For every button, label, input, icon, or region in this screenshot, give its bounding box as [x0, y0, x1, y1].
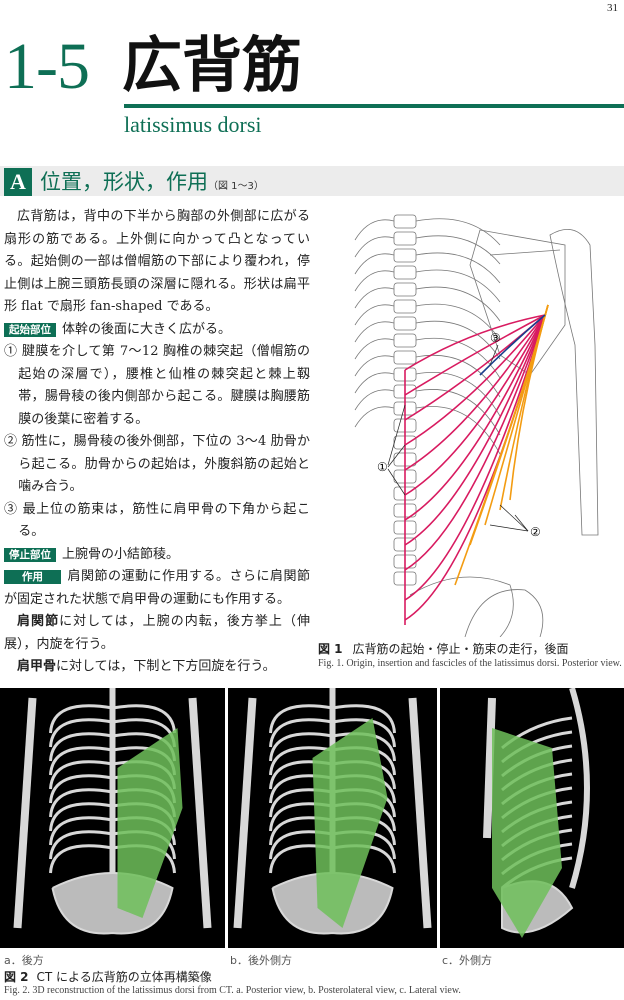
rib [354, 338, 395, 360]
latissimus-dorsi-muscle [492, 728, 562, 938]
spinal-fascicle [404, 314, 546, 496]
rib [415, 286, 501, 322]
rib [354, 321, 395, 343]
origin-paragraph: 起始部位体幹の後面に大きく広がる。 [4, 319, 310, 342]
section-header-bar [0, 166, 624, 196]
vertebra [393, 231, 417, 246]
vertebra [393, 214, 417, 229]
section-title: 位置，形状，作用（図 1〜3） [40, 168, 264, 201]
spinal-fascicle [404, 314, 546, 471]
figure-2-caption-en: Fig. 2. 3D reconstruction of the latissi… [4, 985, 461, 996]
insertion-text: 上腕骨の小結節稜。 [62, 546, 180, 562]
intro-paragraph: 広背筋は，背中の下半から胸部の外側部に広がる扇形の筋である。上外側に向かって凸と… [4, 209, 310, 314]
figure-1-illustration: ③ ① ② [350, 205, 620, 638]
ct-panel-posterior [0, 688, 225, 948]
figure-2-caption-ja: 図 2 CT による広背筋の立体再構築像 [4, 968, 212, 985]
rib [354, 236, 395, 258]
ct-panel-lateral [440, 688, 624, 948]
rib [415, 269, 501, 303]
rib [415, 235, 501, 265]
chapter-subtitle: latissimus dorsi [124, 112, 262, 137]
origin-item-1: ① 腱膜を介して第 7〜12 胸椎の棘突起（僧帽筋の起始の深層で），腰椎と仙椎の… [4, 344, 310, 427]
vertebra [393, 248, 417, 263]
figure-1-caption-en: Fig. 1. Origin, insertion and fascicles … [318, 658, 622, 669]
rib [354, 287, 395, 309]
scapula-text: に対しては，下制と下方回旋を行う。 [56, 659, 276, 674]
section-figure-ref: （図 1〜3） [208, 181, 264, 192]
vertebra [393, 316, 417, 331]
rib [415, 337, 501, 379]
rib [415, 218, 501, 246]
rib [354, 372, 395, 394]
rib [415, 389, 501, 436]
spinal-fascicle [404, 314, 546, 521]
scapular-fascicle [479, 314, 546, 376]
vertebra [393, 350, 417, 365]
spinal-fascicle [404, 314, 546, 396]
panel-label-c: c．外側方 [442, 954, 493, 967]
shoulder-term: 肩関節 [17, 614, 60, 629]
title-rule [124, 104, 624, 108]
figure-1-caption-ja: 図 1 広背筋の起始・停止・筋束の走行，後面 [318, 640, 569, 657]
ct-skeleton [13, 688, 212, 935]
latissimus-dorsi-muscle [312, 718, 388, 928]
rib [354, 355, 395, 377]
rib [415, 303, 501, 341]
vertebra [393, 333, 417, 348]
vertebra [393, 282, 417, 297]
action-tag: 作用 [4, 570, 61, 584]
marker-3: ③ [490, 331, 501, 345]
action-text: 肩関節の運動に作用する。さらに肩関節が固定された状態で肩甲骨の運動にも作用する。 [4, 569, 310, 607]
scapula-paragraph: 肩甲骨に対しては，下制と下方回旋を行う。 [4, 656, 310, 679]
body-text: 広背筋は，背中の下半から胸部の外側部に広がる扇形の筋である。上外側に向かって凸と… [4, 206, 310, 679]
latissimus-dorsi-muscle [117, 728, 183, 918]
chapter-title: 広背筋 [122, 31, 302, 101]
origin-item-3: ③ 最上位の筋束は，筋性に肩甲骨の下角から起こる。 [4, 501, 310, 540]
humerus-outline [549, 228, 599, 536]
rib [354, 406, 395, 428]
rib [415, 320, 501, 360]
leader-lines [387, 344, 529, 532]
panel-label-a: a．後方 [4, 954, 44, 967]
rib [354, 253, 395, 275]
shoulder-text: に対しては，上腕の内転，後方挙上（伸展），内旋を行う。 [4, 614, 310, 652]
vertebra [393, 265, 417, 280]
section-title-text: 位置，形状，作用 [40, 170, 208, 194]
marker-2: ② [530, 525, 541, 539]
figure-2-label: 図 2 [4, 970, 29, 984]
spinal-fascicle [404, 314, 546, 571]
chapter-number: 1-5 [4, 30, 90, 103]
rib [354, 389, 395, 411]
action-paragraph: 作用肩関節の運動に作用する。さらに肩関節が固定された状態で肩甲骨の運動にも作用す… [4, 566, 310, 611]
spinal-fascicle [404, 314, 546, 371]
rib [354, 219, 395, 241]
origin-text: 体幹の後面に大きく広がる。 [62, 321, 232, 337]
costal-fascicle [509, 304, 549, 501]
scapula-outline [469, 229, 566, 376]
marker-1: ① [377, 460, 388, 474]
origin-tag: 起始部位 [4, 322, 56, 337]
spinal-fascicle [404, 314, 546, 546]
pelvis-outline [409, 576, 514, 638]
shoulder-paragraph: 肩関節に対しては，上腕の内転，後方挙上（伸展），内旋を行う。 [4, 611, 310, 656]
insertion-paragraph: 停止部位上腕骨の小結節稜。 [4, 544, 310, 567]
spinal-fascicle [404, 314, 546, 446]
ct-panel-posterolateral [228, 688, 437, 948]
origin-item-2: ② 筋性に，腸骨稜の後外側部，下位の 3〜4 肋骨から起こる。肋骨からの起始は，… [4, 434, 310, 494]
panel-label-b: b．後外側方 [230, 954, 292, 967]
scapula-term: 肩甲骨 [17, 659, 57, 674]
section-letter: A [4, 168, 32, 196]
figure-1-caption-text: 広背筋の起始・停止・筋束の走行，後面 [352, 642, 569, 656]
figure-2-caption-text: CT による広背筋の立体再構築像 [36, 970, 212, 984]
rib [415, 252, 501, 284]
rib [354, 304, 395, 326]
page-number: 31 [607, 2, 618, 14]
vertebra [393, 299, 417, 314]
figure-1-label: 図 1 [318, 642, 343, 656]
spinal-fascicle [404, 314, 546, 601]
rib [354, 270, 395, 292]
insertion-tag: 停止部位 [4, 547, 56, 562]
